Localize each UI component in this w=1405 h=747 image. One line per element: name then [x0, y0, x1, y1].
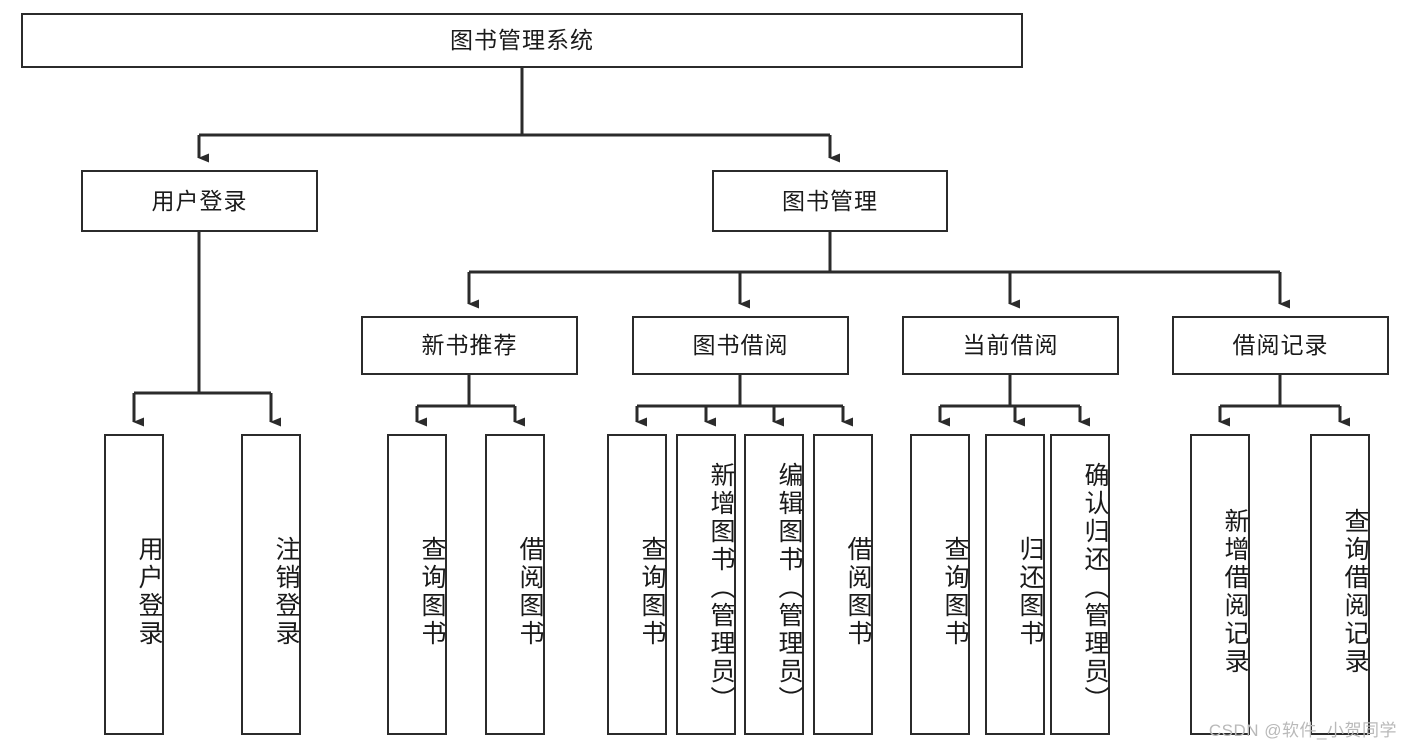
node-label: 编辑图书（管理员） [775, 461, 803, 714]
node-leaf-user-login[interactable]: 用户登录 [104, 434, 164, 735]
node-leaf-query-book-3[interactable]: 查询图书 [910, 434, 970, 735]
node-label: 借阅图书 [844, 535, 872, 648]
node-label: 新增借阅记录 [1221, 507, 1249, 676]
node-leaf-confirm-return[interactable]: 确认归还（管理员） [1050, 434, 1110, 735]
node-leaf-return-book[interactable]: 归还图书 [985, 434, 1045, 735]
node-user-login[interactable]: 用户登录 [81, 170, 318, 232]
node-leaf-borrow-book-2[interactable]: 借阅图书 [813, 434, 873, 735]
node-book-borrow[interactable]: 图书借阅 [632, 316, 849, 375]
node-current-borrow[interactable]: 当前借阅 [902, 316, 1119, 375]
node-borrow-record[interactable]: 借阅记录 [1172, 316, 1389, 375]
node-root-system[interactable]: 图书管理系统 [21, 13, 1023, 68]
node-label: 当前借阅 [962, 332, 1059, 359]
node-leaf-edit-book[interactable]: 编辑图书（管理员） [744, 434, 804, 735]
node-label: 查询借阅记录 [1341, 507, 1369, 676]
node-label: 图书借阅 [692, 332, 789, 359]
node-label: 查询图书 [638, 535, 666, 648]
node-leaf-query-book-1[interactable]: 查询图书 [387, 434, 447, 735]
node-leaf-add-book[interactable]: 新增图书（管理员） [676, 434, 736, 735]
node-new-book-rec[interactable]: 新书推荐 [361, 316, 578, 375]
node-label: 归还图书 [1016, 535, 1044, 648]
node-label: 图书管理系统 [450, 27, 594, 54]
node-label: 图书管理 [782, 187, 878, 214]
node-label: 查询图书 [941, 535, 969, 648]
node-label: 确认归还（管理员） [1081, 461, 1109, 714]
node-label: 用户登录 [151, 187, 248, 214]
node-label: 查询图书 [418, 535, 446, 648]
node-label: 新增图书（管理员） [707, 461, 735, 714]
node-leaf-add-record[interactable]: 新增借阅记录 [1190, 434, 1250, 735]
watermark-credit: CSDN @软件_小贺同学 [1208, 721, 1397, 740]
node-label: 新书推荐 [421, 332, 518, 359]
node-leaf-query-book-2[interactable]: 查询图书 [607, 434, 667, 735]
node-label: 借阅图书 [516, 535, 544, 648]
node-label: 注销登录 [272, 535, 300, 648]
node-label: 用户登录 [135, 535, 163, 648]
node-leaf-query-record[interactable]: 查询借阅记录 [1310, 434, 1370, 735]
node-label: 借阅记录 [1232, 332, 1329, 359]
node-leaf-logout[interactable]: 注销登录 [241, 434, 301, 735]
node-book-manage[interactable]: 图书管理 [712, 170, 948, 232]
node-leaf-borrow-book-1[interactable]: 借阅图书 [485, 434, 545, 735]
